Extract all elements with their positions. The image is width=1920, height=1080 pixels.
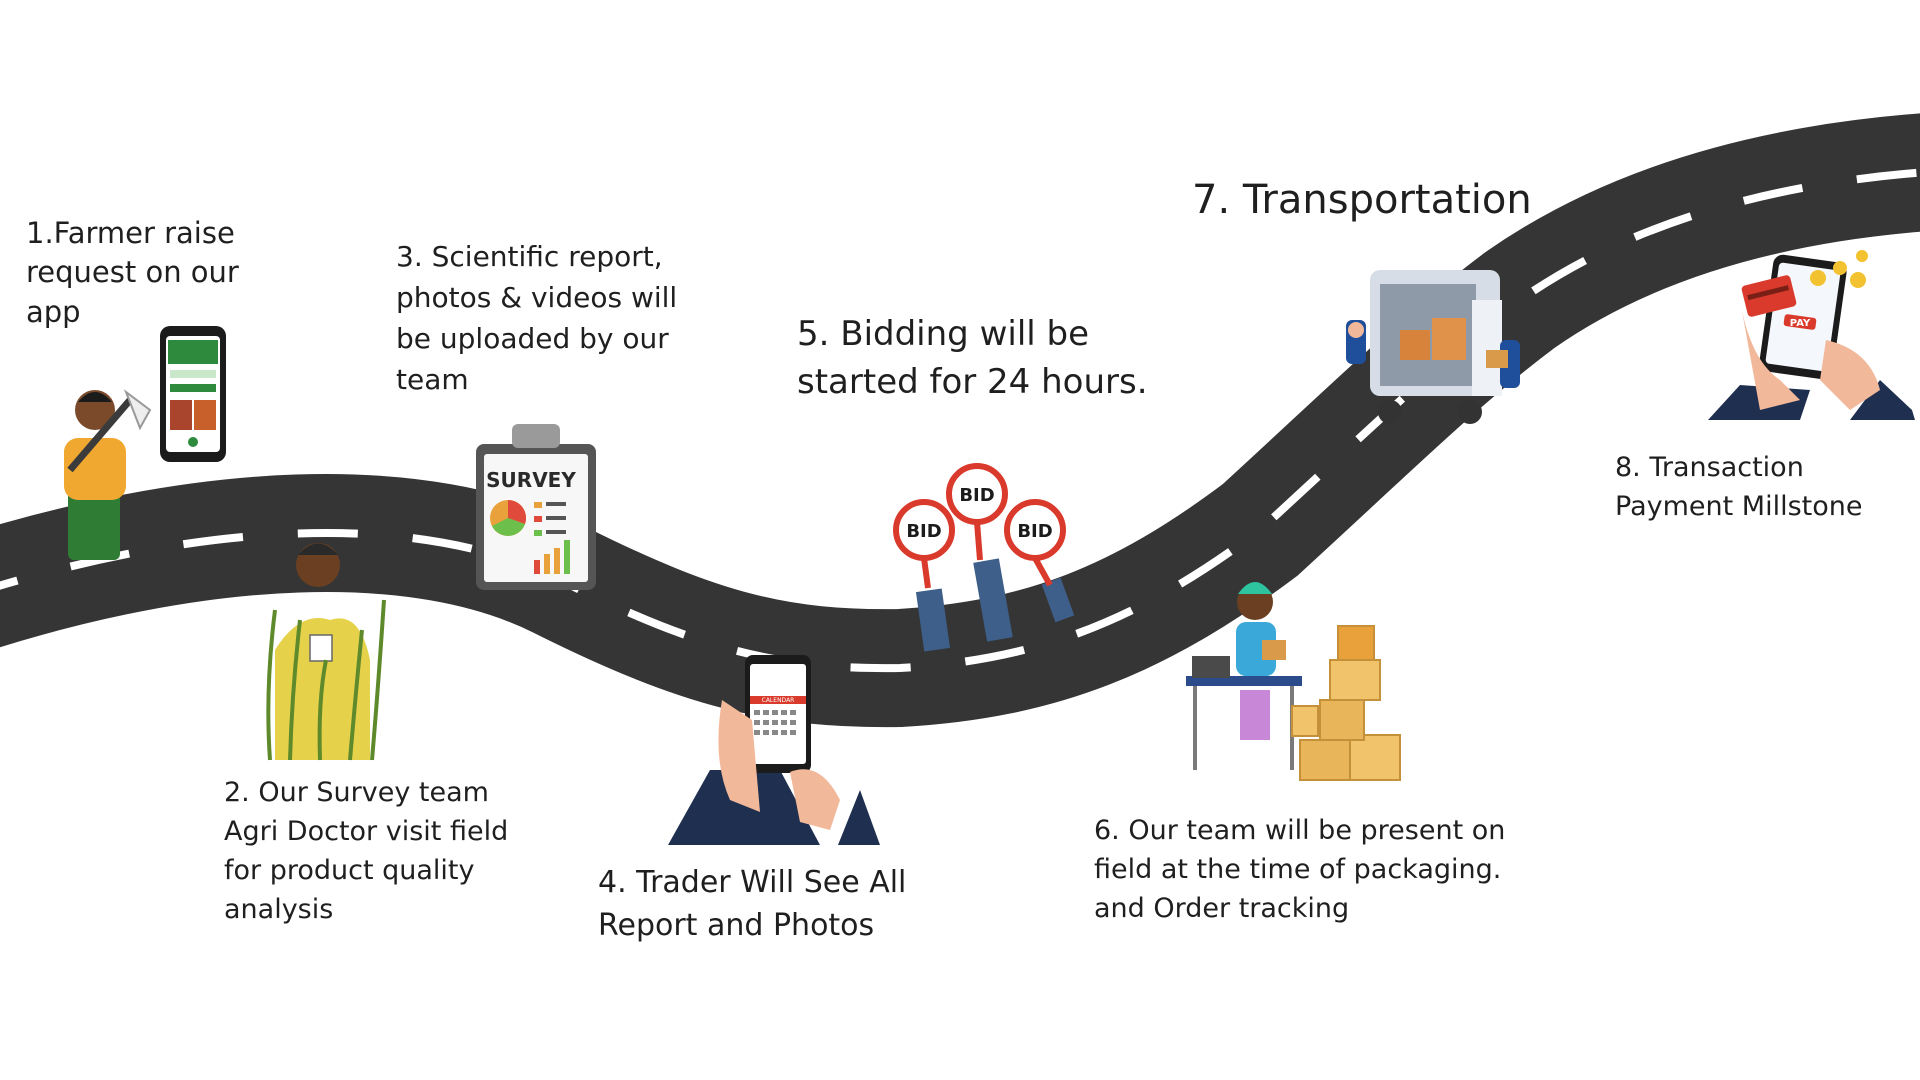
road-surface xyxy=(0,113,1920,728)
wheat-field-icon xyxy=(266,599,386,761)
packaging-worker-icon xyxy=(1186,582,1302,770)
step-2-survey-team: 2. Our Survey team Agri Doctor visit fie… xyxy=(224,777,509,926)
pay-button-text: PAY xyxy=(1790,318,1811,329)
road xyxy=(0,113,1920,728)
cardboard-boxes-icon xyxy=(1291,625,1401,781)
delivery-truck-icon xyxy=(1346,270,1520,424)
bid-paddle-center: BID xyxy=(946,463,1008,561)
road-center-marking xyxy=(0,168,1920,673)
bid-paddle-right: BID xyxy=(1004,499,1066,587)
step-5-bidding: 5. Bidding will be started for 24 hours. xyxy=(797,314,1148,403)
bid-paddle-right-text: BID xyxy=(1017,521,1052,542)
step-3-scientific-report: 3. Scientific report, photos & videos wi… xyxy=(396,240,678,397)
step-8-payment: 8. Transaction Payment Millstone xyxy=(1615,452,1863,523)
farmer-icon xyxy=(64,389,152,560)
phone-app-icon xyxy=(160,326,226,462)
calendar-header: CALENDAR xyxy=(762,697,795,704)
bid-paddle-center-text: BID xyxy=(959,485,994,506)
step-4-trader-review: 4. Trader Will See All Report and Photos xyxy=(598,865,907,943)
survey-clipboard-icon: SURVEY xyxy=(476,424,596,590)
step-7-transportation: 7. Transportation xyxy=(1192,177,1532,223)
step-6-packaging-tracking: 6. Our team will be present on field at … xyxy=(1094,815,1506,925)
step-1-farmer-request: 1.Farmer raise request on our app xyxy=(26,216,239,329)
bid-paddles-icon: BID BID BID xyxy=(893,463,1075,652)
calendar-phone-icon: CALENDAR xyxy=(668,655,880,845)
bid-paddle-left-text: BID xyxy=(906,521,941,542)
bid-paddle-left: BID xyxy=(893,499,955,589)
survey-clipboard-title: SURVEY xyxy=(486,468,576,492)
payment-phone-icon: PAY xyxy=(1708,250,1915,420)
